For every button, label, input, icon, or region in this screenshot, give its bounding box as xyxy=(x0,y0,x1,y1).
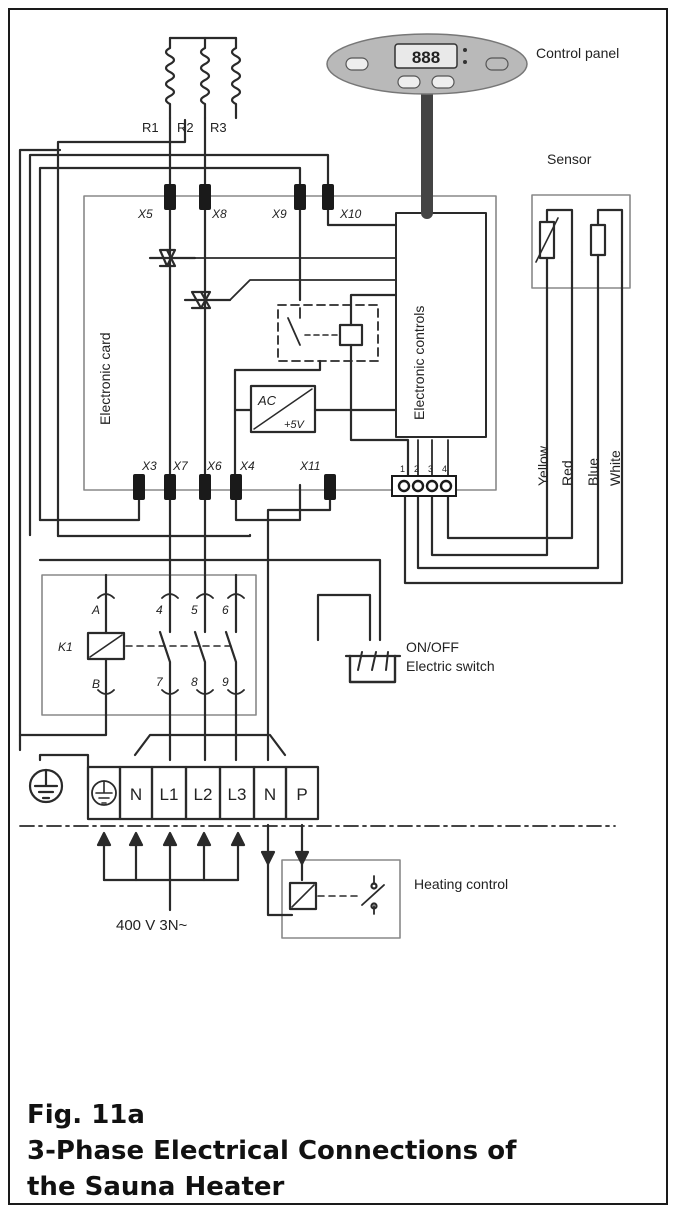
terminal-n: N xyxy=(130,785,142,804)
electronic-card-label: Electronic card xyxy=(97,332,113,425)
contactor-enclosure xyxy=(41,574,257,716)
terminal-label-x7: X7 xyxy=(172,459,189,473)
sensor-pin-1: 1 xyxy=(400,464,405,474)
control-panel: 888 xyxy=(326,33,528,95)
terminal-label-x8: X8 xyxy=(211,207,227,221)
caption-title-line1: 3-Phase Electrical Connections of xyxy=(27,1136,517,1166)
contactor-coil-b: B xyxy=(92,677,100,691)
sensor-label: Sensor xyxy=(547,151,592,167)
resistor-label-r1: R1 xyxy=(142,120,159,135)
supply-label: 400 V 3N~ xyxy=(116,917,188,934)
sensor-pin-4: 4 xyxy=(442,464,447,474)
terminal-label-x9: X9 xyxy=(271,207,287,221)
control-panel-display: 888 xyxy=(412,48,440,67)
contactor-label: K1 xyxy=(58,640,73,654)
sensor-pin-3: 3 xyxy=(428,464,433,474)
figure-frame xyxy=(8,8,668,1205)
control-panel-label: Control panel xyxy=(536,45,619,61)
onoff-switch-symbol xyxy=(344,651,402,684)
terminal-l2: L2 xyxy=(194,785,213,804)
wire-color-blue: Blue xyxy=(585,458,601,486)
ground-symbol xyxy=(28,768,64,804)
sensor-fuse xyxy=(589,223,607,257)
wire-color-red: Red xyxy=(559,460,575,486)
resistor-label-r2: R2 xyxy=(177,120,194,135)
contactor-pin-5: 5 xyxy=(191,603,198,617)
converter-dc-label: +5V xyxy=(284,419,306,431)
terminal-l3: L3 xyxy=(228,785,247,804)
relay-coil xyxy=(338,323,364,347)
heating-control-label: Heating control xyxy=(414,876,508,892)
wire-color-yellow: Yellow xyxy=(535,445,551,486)
figure-caption: Fig. 11a 3-Phase Electrical Connections … xyxy=(27,1097,516,1205)
electronic-card-box xyxy=(83,195,497,491)
sensor-pin-2: 2 xyxy=(414,464,419,474)
caption-figure-number: Fig. 11a xyxy=(27,1100,145,1130)
wire-color-white: White xyxy=(607,450,623,486)
terminal-label-x11: X11 xyxy=(299,459,320,473)
terminal-label-x3: X3 xyxy=(141,459,157,473)
terminal-label-x4: X4 xyxy=(239,459,255,473)
terminal-p: P xyxy=(296,785,307,804)
contactor-coil-a: A xyxy=(91,603,100,617)
converter-ac-label: AC xyxy=(257,393,277,408)
electronic-controls-label: Electronic controls xyxy=(411,306,427,420)
terminal-label-x10: X10 xyxy=(339,207,362,221)
terminal-n2: N xyxy=(264,785,276,804)
top-terminal-blocks xyxy=(164,184,334,210)
terminal-label-x5: X5 xyxy=(137,207,153,221)
sensor-box xyxy=(531,194,631,289)
supply-arrows xyxy=(96,831,246,912)
contactor-pin-4: 4 xyxy=(156,603,163,617)
caption-title-line2: the Sauna Heater xyxy=(27,1172,285,1202)
heating-control-box xyxy=(281,859,401,939)
terminal-l1: L1 xyxy=(160,785,179,804)
electronic-controls-box xyxy=(395,212,487,438)
switch-label-line1: ON/OFF xyxy=(406,639,459,655)
terminal-block xyxy=(86,765,320,821)
heating-control-coil xyxy=(288,881,318,911)
bottom-terminal-blocks xyxy=(133,474,336,500)
switch-label-line2: Electric switch xyxy=(406,658,495,674)
heating-resistors xyxy=(164,36,242,120)
contactor-pin-7: 7 xyxy=(156,675,164,689)
contactor-pin-8: 8 xyxy=(191,675,198,689)
sensor-pin-connector xyxy=(391,475,457,497)
resistor-label-r3: R3 xyxy=(210,120,227,135)
contactor-pin-6: 6 xyxy=(222,603,229,617)
contactor-pin-9: 9 xyxy=(222,675,229,689)
terminal-label-x6: X6 xyxy=(206,459,222,473)
